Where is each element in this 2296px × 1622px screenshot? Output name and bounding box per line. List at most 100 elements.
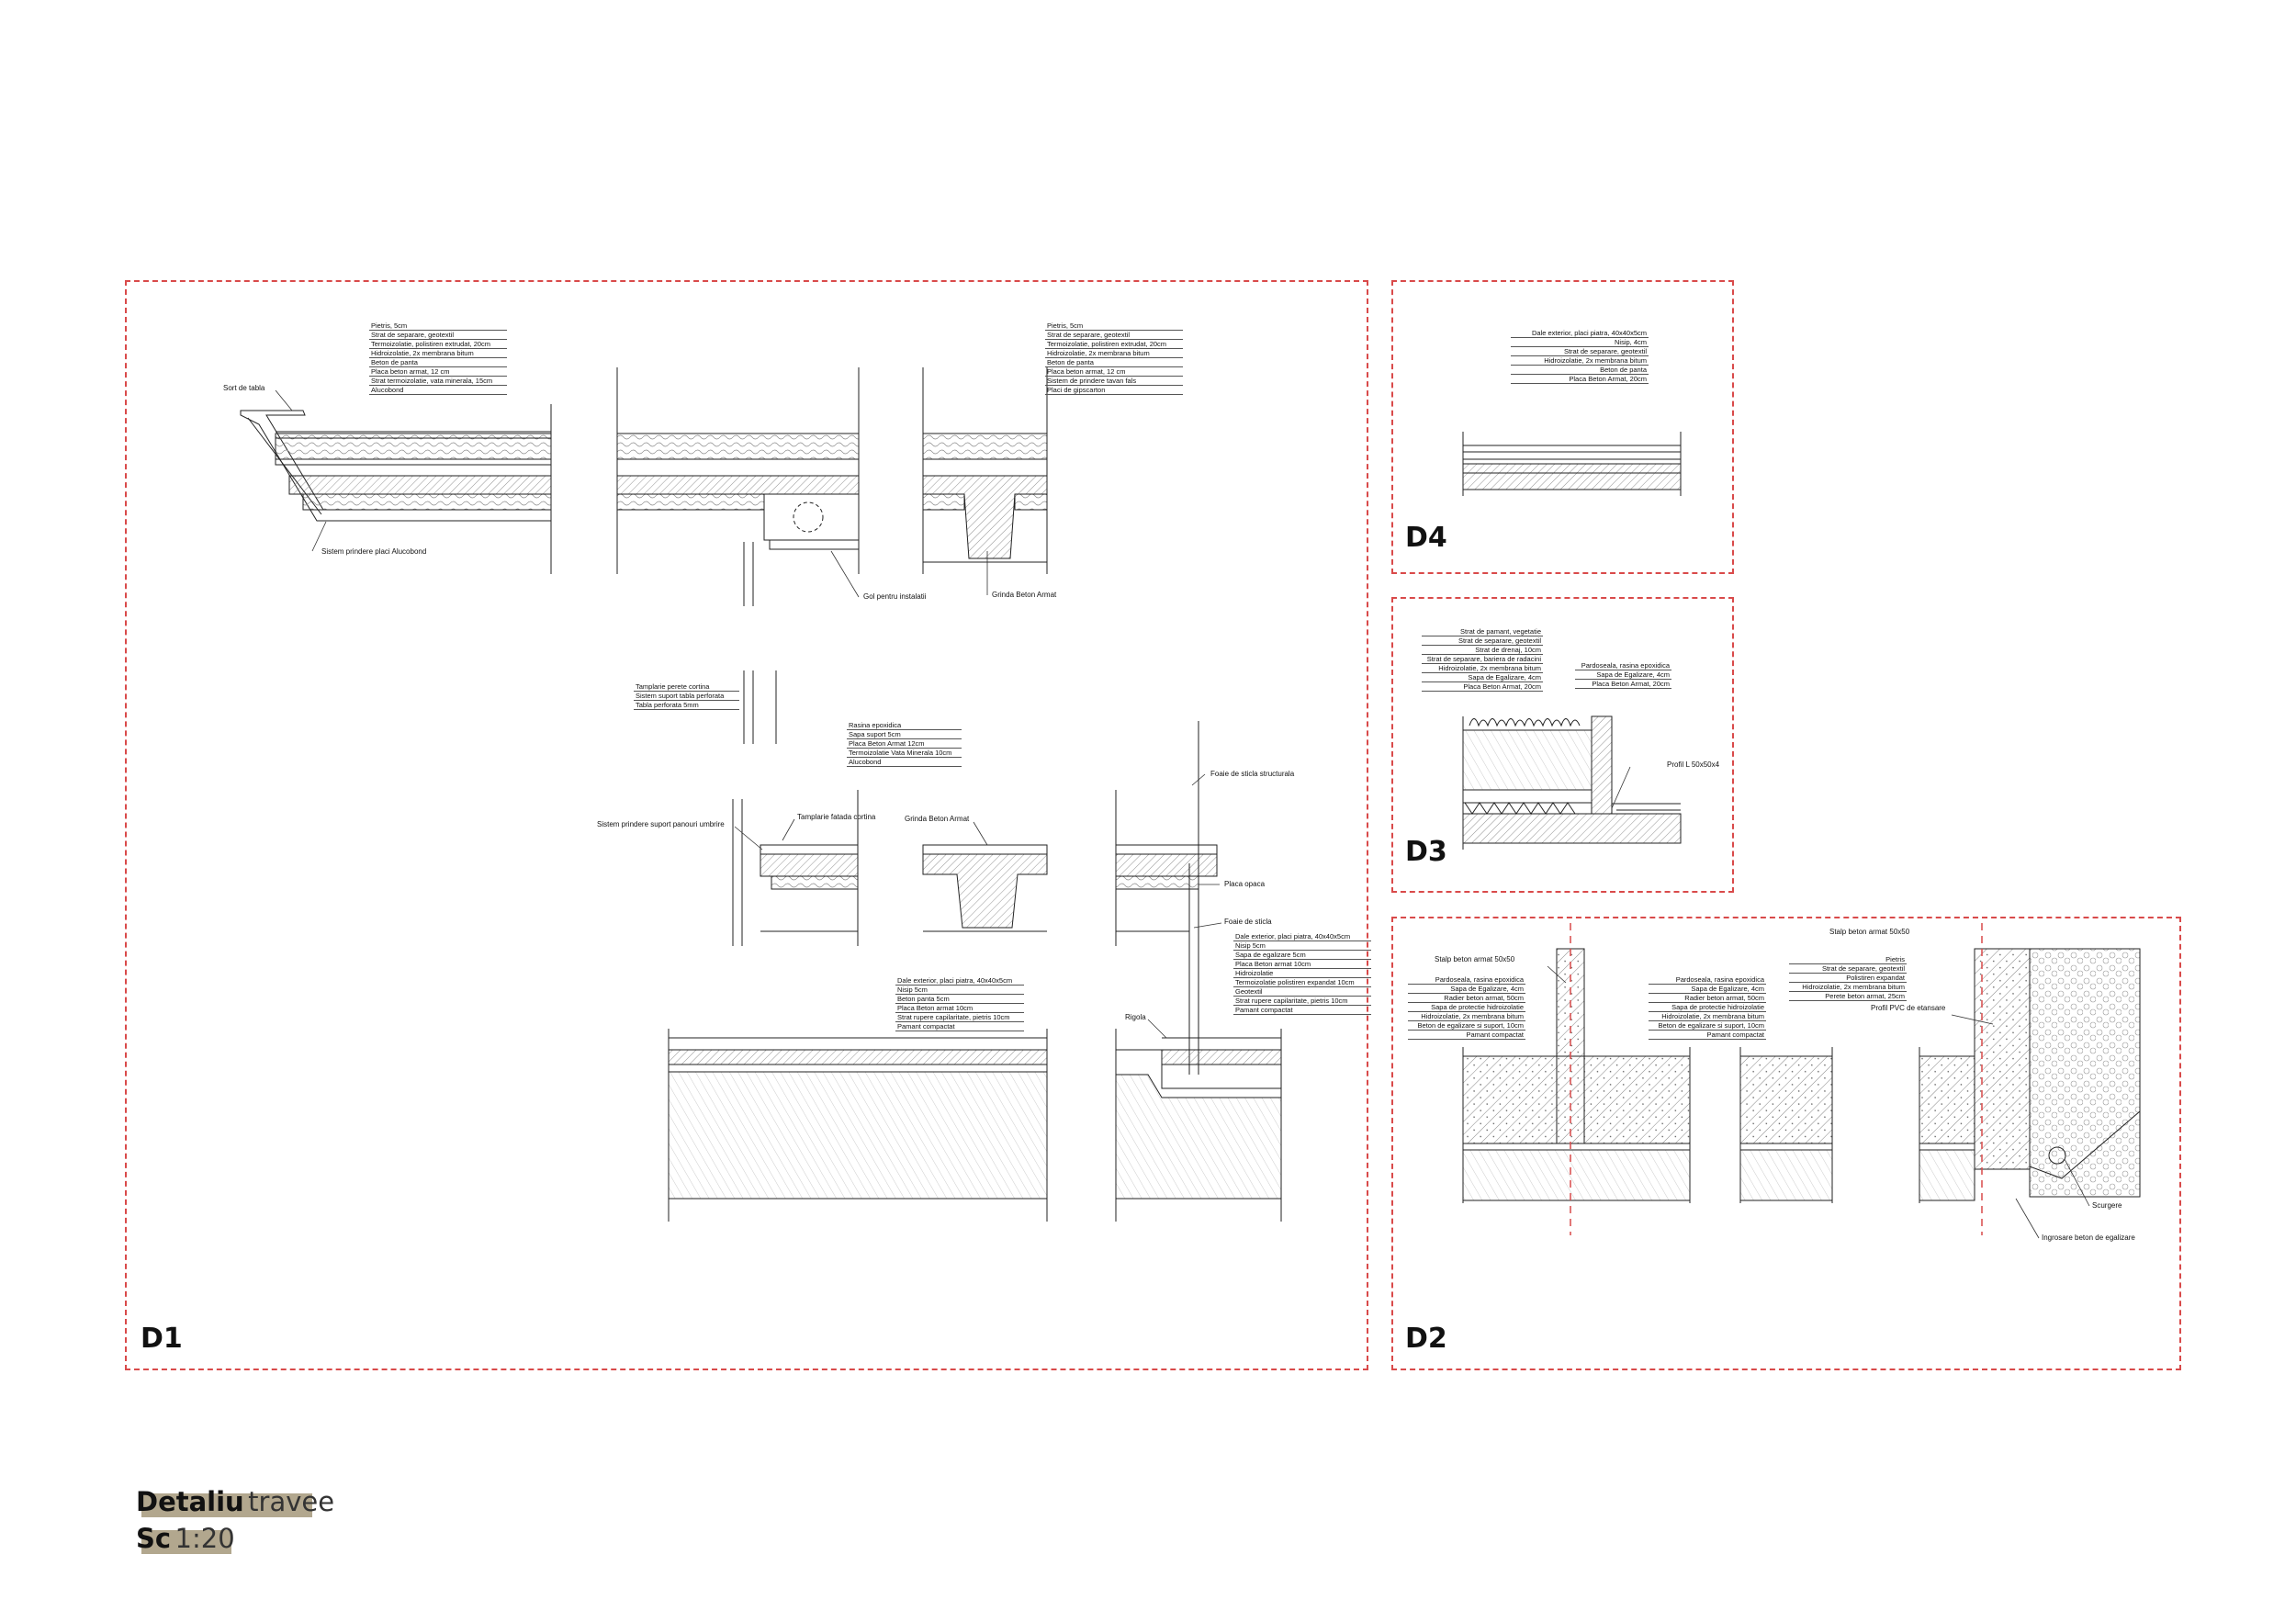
panel-label-d1: D1 xyxy=(141,1323,183,1355)
legend-item: Placa Beton Armat, 20cm xyxy=(1422,682,1543,692)
callout-stalp-left: Stalp beton armat 50x50 xyxy=(1435,955,1515,963)
legend-item: Placa beton armat, 12 cm xyxy=(369,367,507,377)
legend-item: Pietris xyxy=(1789,955,1907,964)
legend-item: Alucobond xyxy=(847,758,962,767)
legend-item: Tabla perforata 5mm xyxy=(634,701,739,710)
legend-item: Hidroizolatie, 2x membrana bitum xyxy=(1408,1012,1525,1021)
panel-d1 xyxy=(125,280,1368,1370)
legend-item: Hidroizolatie, 2x membrana bitum xyxy=(1045,349,1183,358)
legend-item: Placa Beton Armat 12cm xyxy=(847,739,962,749)
legend-item: Placa Beton armat 10cm xyxy=(1233,960,1371,969)
callout-ingrosare: Ingrosare beton de egalizare xyxy=(2042,1233,2135,1242)
legend-item: Tamplarie perete cortina xyxy=(634,682,739,692)
legend-item: Pietris, 5cm xyxy=(369,321,507,331)
callout-foaie-sticla-2: Foaie de sticla xyxy=(1224,918,1272,926)
callout-scurgere: Scurgere xyxy=(2092,1201,2122,1210)
callout-profil-l: Profil L 50x50x4 xyxy=(1667,760,1720,769)
legend-item: Beton panta 5cm xyxy=(895,995,1024,1004)
legend-item: Sapa suport 5cm xyxy=(847,730,962,739)
callout-foaie-sticla: Foaie de sticla structurala xyxy=(1210,770,1295,778)
legend-d3-left: Strat de pamant, vegetatie Strat de sepa… xyxy=(1422,627,1543,692)
legend-item: Hidroizolatie xyxy=(1233,969,1371,978)
legend-item: Sapa de protectie hidroizolatie xyxy=(1408,1003,1525,1012)
legend-item: Dale exterior, placi piatra, 40x40x5cm xyxy=(1511,329,1649,338)
panel-d4 xyxy=(1391,280,1734,574)
legend-item: Hidroizolatie, 2x membrana bitum xyxy=(369,349,507,358)
legend-item: Sapa de Egalizare, 4cm xyxy=(1575,670,1671,680)
legend-item: Geotextil xyxy=(1233,987,1371,997)
legend-item: Placa beton armat, 12 cm xyxy=(1045,367,1183,377)
legend-item: Beton de egalizare si suport, 10cm xyxy=(1408,1021,1525,1031)
legend-item: Beton de panta xyxy=(369,358,507,367)
callout-grinda-2: Grinda Beton Armat xyxy=(905,815,970,823)
title-bold: Detaliu xyxy=(136,1486,244,1517)
callout-umbrire: Sistem prindere suport panouri umbrire xyxy=(597,820,725,828)
legend-item: Strat de separare, geotextil xyxy=(369,331,507,340)
legend-item: Nisip 5cm xyxy=(895,986,1024,995)
callout-grinda: Grinda Beton Armat xyxy=(992,591,1057,599)
panel-label-d2: D2 xyxy=(1405,1323,1447,1355)
legend-item: Hidroizolatie, 2x membrana bitum xyxy=(1649,1012,1766,1021)
legend-item: Pamant compactat xyxy=(1649,1031,1766,1040)
scale-highlight xyxy=(141,1530,231,1554)
legend-item: Pamant compactat xyxy=(1233,1006,1371,1015)
title-line: Detaliu travee xyxy=(136,1486,334,1519)
legend-item: Hidroizolatie, 2x membrana bitum xyxy=(1422,664,1543,673)
legend-item: Sistem de prindere tavan fals xyxy=(1045,377,1183,386)
scale-line: Sc 1:20 xyxy=(136,1523,334,1556)
callout-profil-pvc: Profil PVC de etansare xyxy=(1871,1004,1946,1012)
scale-normal: 1:20 xyxy=(174,1523,235,1554)
legend-facade: Tamplarie perete cortina Sistem suport t… xyxy=(634,682,739,710)
legend-item: Sapa de Egalizare, 4cm xyxy=(1649,985,1766,994)
legend-item: Beton de panta xyxy=(1511,366,1649,375)
panel-d2 xyxy=(1391,917,2181,1370)
legend-item: Hidroizolatie, 2x membrana bitum xyxy=(1789,983,1907,992)
legend-item: Nisip 5cm xyxy=(1233,941,1371,951)
callout-rigola: Rigola xyxy=(1125,1013,1146,1021)
legend-item: Strat rupere capilaritate, pietris 10cm xyxy=(895,1013,1024,1022)
legend-item: Strat de separare, bariera de radacini xyxy=(1422,655,1543,664)
legend-roof-left: Pietris, 5cm Strat de separare, geotexti… xyxy=(369,321,507,395)
title-normal: travee xyxy=(248,1486,335,1517)
legend-glass-base: Dale exterior, placi piatra, 40x40x5cm N… xyxy=(1233,932,1371,1015)
scale-bold: Sc xyxy=(136,1523,172,1554)
legend-item: Strat rupere capilaritate, pietris 10cm xyxy=(1233,997,1371,1006)
title-block: Detaliu travee Sc 1:20 xyxy=(136,1486,334,1560)
legend-item: Pardoseala, rasina epoxidica xyxy=(1408,975,1525,985)
legend-d2-right: Pietris Strat de separare, geotextil Pol… xyxy=(1789,955,1907,1001)
panel-label-d4: D4 xyxy=(1405,522,1447,554)
legend-d2-left: Pardoseala, rasina epoxidica Sapa de Ega… xyxy=(1408,975,1525,1040)
legend-item: Sapa de Egalizare, 4cm xyxy=(1408,985,1525,994)
legend-roof-right: Pietris, 5cm Strat de separare, geotexti… xyxy=(1045,321,1183,395)
panel-d3 xyxy=(1391,597,1734,893)
legend-item: Radier beton armat, 50cm xyxy=(1649,994,1766,1003)
callout-alucobond: Sistem prindere placi Alucobond xyxy=(321,547,427,556)
legend-item: Sistem suport tabla perforata xyxy=(634,692,739,701)
legend-item: Strat de separare, geotextil xyxy=(1789,964,1907,974)
legend-item: Beton de egalizare si suport, 10cm xyxy=(1649,1021,1766,1031)
legend-item: Pamant compactat xyxy=(895,1022,1024,1031)
callout-gol-instalatii: Gol pentru instalatii xyxy=(863,592,927,601)
legend-item: Placi de gipscarton xyxy=(1045,386,1183,395)
legend-item: Pardoseala, rasina epoxidica xyxy=(1649,975,1766,985)
legend-d4: Dale exterior, placi piatra, 40x40x5cm N… xyxy=(1511,329,1649,384)
legend-item: Termoizolatie Vata Minerala 10cm xyxy=(847,749,962,758)
legend-item: Placa Beton Armat, 20cm xyxy=(1575,680,1671,689)
legend-item: Pietris, 5cm xyxy=(1045,321,1183,331)
legend-d2-mid: Pardoseala, rasina epoxidica Sapa de Ega… xyxy=(1649,975,1766,1040)
legend-item: Strat de separare, geotextil xyxy=(1045,331,1183,340)
legend-item: Hidroizolatie, 2x membrana bitum xyxy=(1511,356,1649,366)
legend-floor: Rasina epoxidica Sapa suport 5cm Placa B… xyxy=(847,721,962,767)
legend-item: Polistiren expandat xyxy=(1789,974,1907,983)
legend-item: Pardoseala, rasina epoxidica xyxy=(1575,661,1671,670)
title-highlight xyxy=(141,1493,312,1517)
legend-item: Strat de separare, geotextil xyxy=(1422,636,1543,646)
legend-item: Alucobond xyxy=(369,386,507,395)
legend-item: Beton de panta xyxy=(1045,358,1183,367)
callout-cortina: Tamplarie fatada cortina xyxy=(797,813,876,821)
legend-item: Pamant compactat xyxy=(1408,1031,1525,1040)
callout-sort-tabla: Sort de tabla xyxy=(223,384,265,392)
legend-item: Sapa de Egalizare, 4cm xyxy=(1422,673,1543,682)
legend-item: Strat de pamant, vegetatie xyxy=(1422,627,1543,636)
